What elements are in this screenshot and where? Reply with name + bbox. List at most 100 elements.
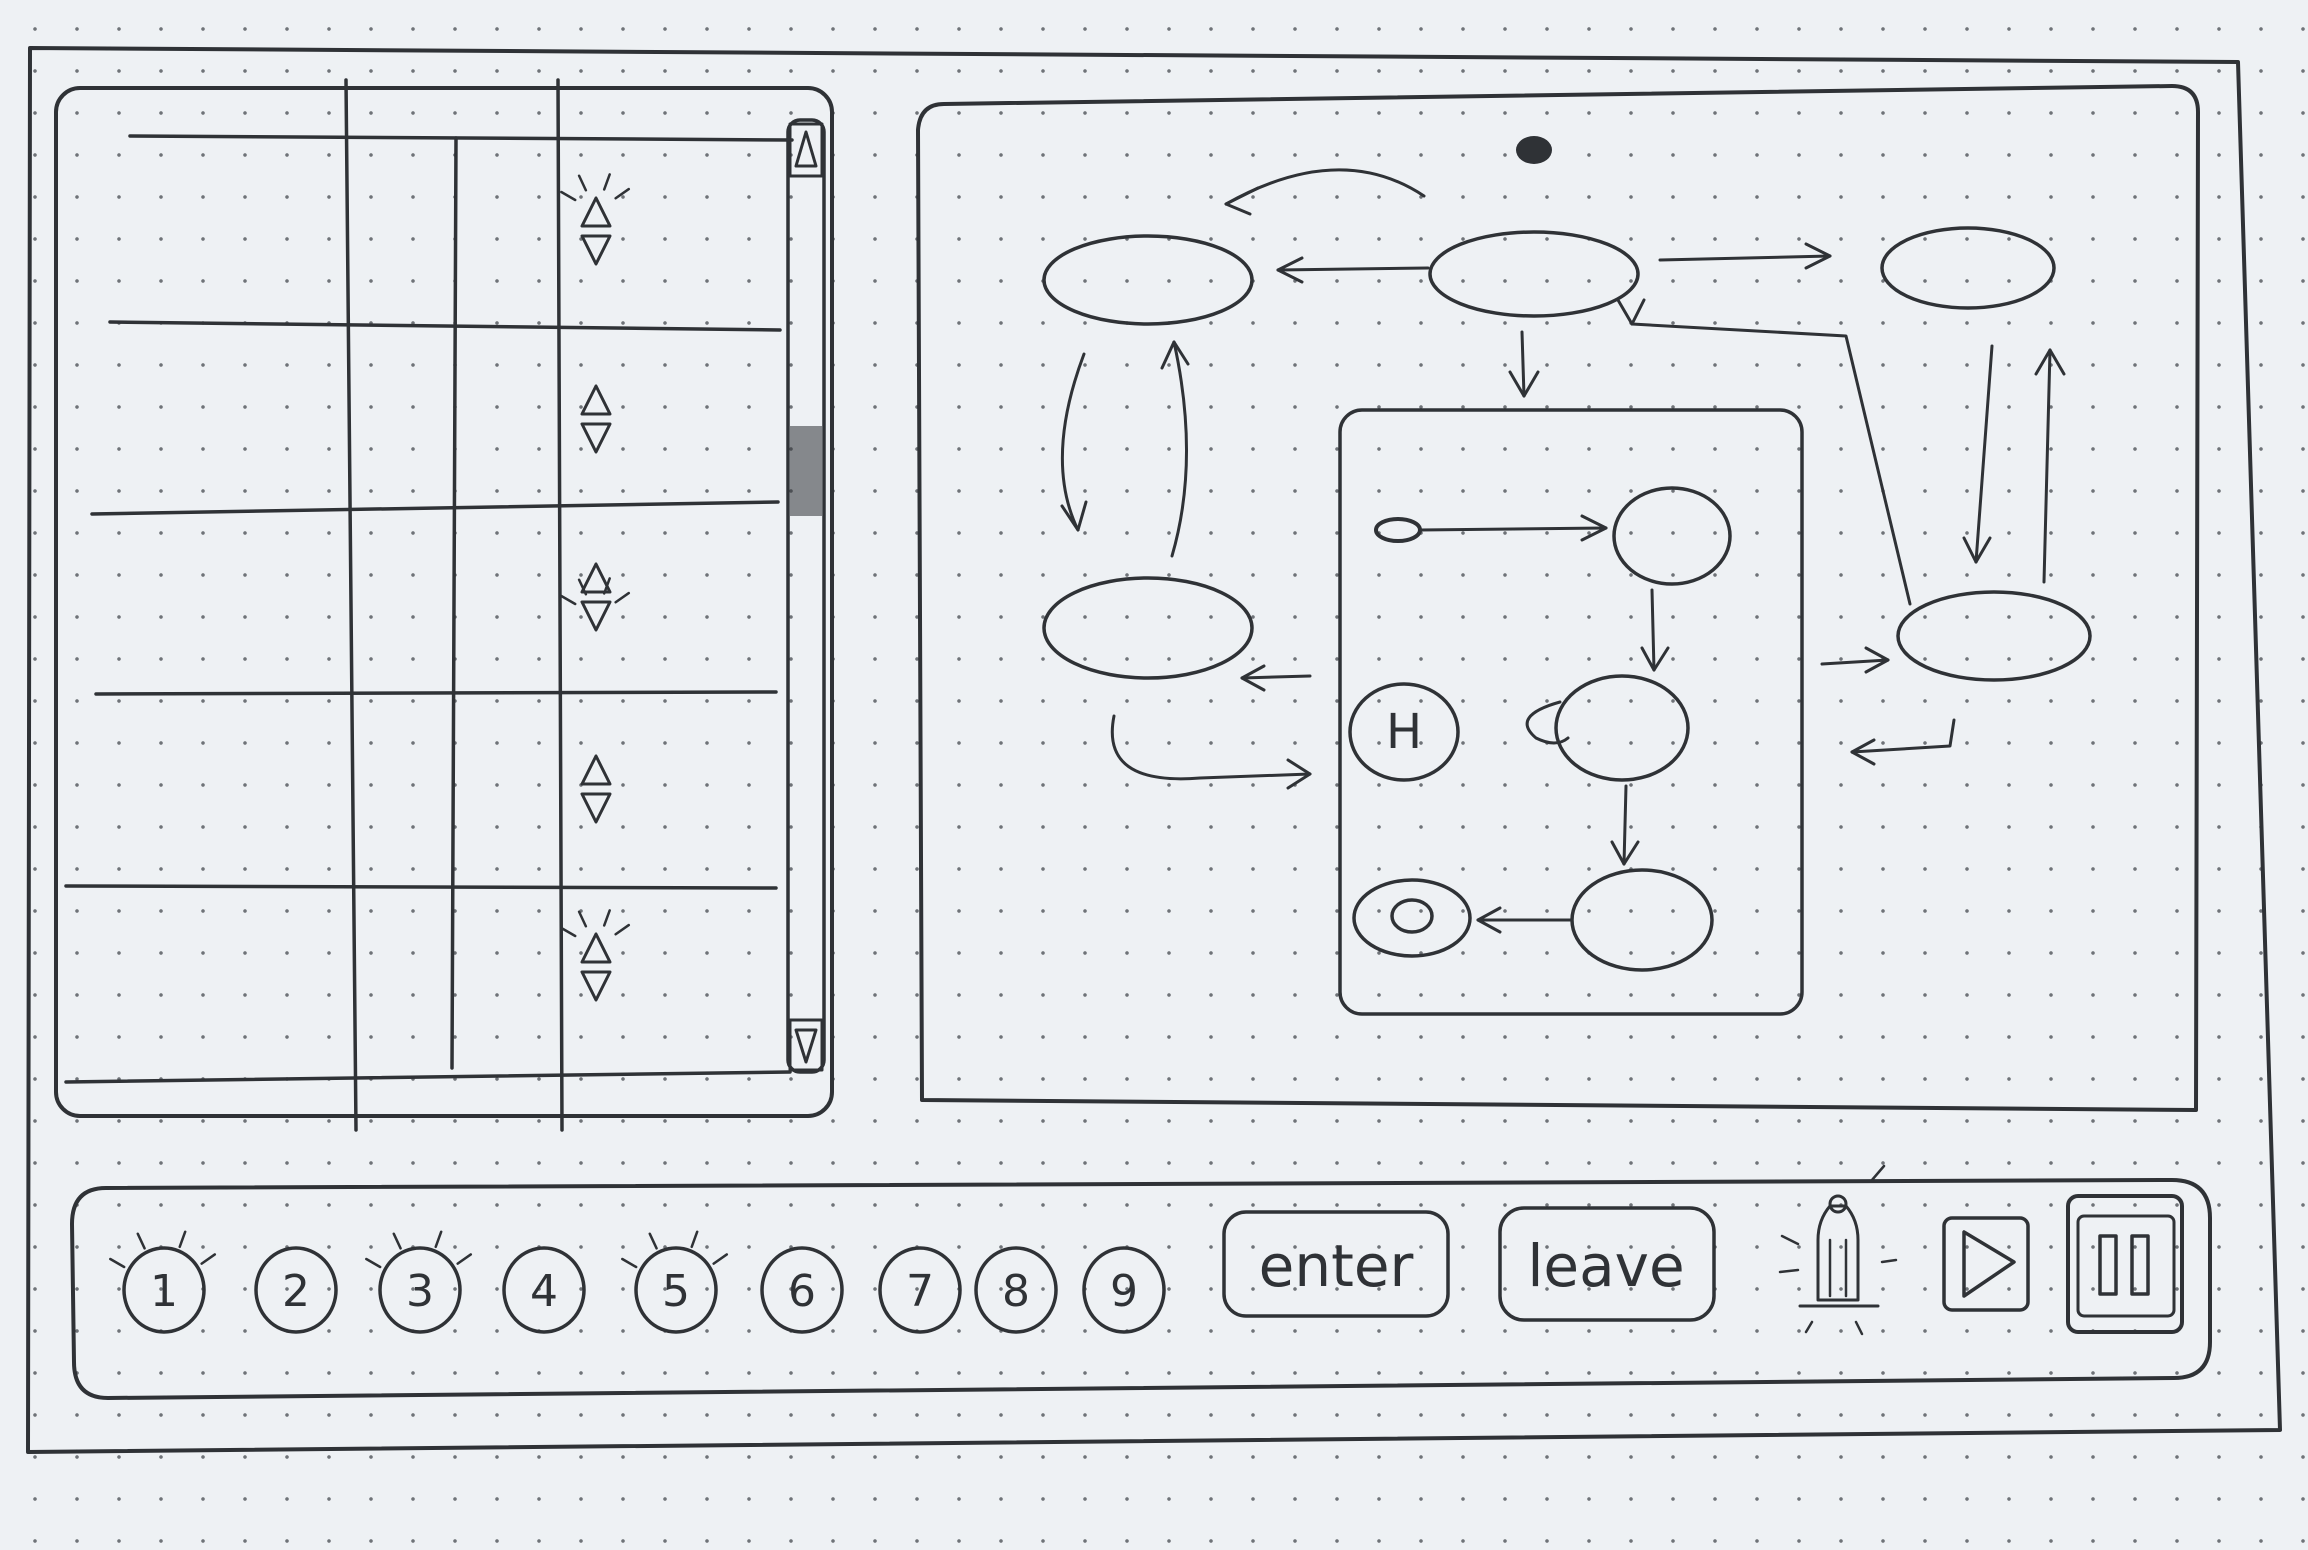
bell-icon[interactable]: [1778, 1164, 1898, 1336]
arrowhead: [1850, 738, 1876, 766]
state-node-top-center[interactable]: [1428, 230, 1640, 318]
number-button-4[interactable]: 4: [502, 1246, 586, 1334]
self-loop-arrow: [1525, 700, 1570, 745]
table-scrollbar[interactable]: [786, 118, 826, 1074]
number-button-circle[interactable]: [878, 1246, 962, 1334]
state-node-mid-left[interactable]: [1042, 576, 1254, 680]
transition-arrow: [1850, 718, 1956, 754]
initial-pseudostate: [1374, 517, 1422, 543]
stepper-down-icon[interactable]: [580, 422, 612, 454]
scrollbar-track[interactable]: [786, 118, 826, 1074]
composite-state[interactable]: [1338, 408, 1804, 1016]
number-button-circle[interactable]: [760, 1246, 844, 1334]
state-node-top-right[interactable]: [1880, 226, 2056, 310]
number-button-label: 3: [406, 1266, 434, 1317]
stepper-up-icon[interactable]: [580, 196, 612, 228]
stepper-down-icon[interactable]: [580, 970, 612, 1002]
number-button-circle[interactable]: [502, 1246, 586, 1334]
number-button-9[interactable]: 9: [1082, 1246, 1166, 1334]
arrowhead: [1476, 906, 1502, 934]
leave-button-label: leave: [1527, 1232, 1684, 1300]
number-button-circle[interactable]: [122, 1246, 206, 1334]
row-stepper[interactable]: [580, 384, 612, 454]
number-button-8[interactable]: 8: [974, 1246, 1058, 1334]
toolbar-frame: [70, 1178, 2212, 1400]
play-button[interactable]: [1942, 1216, 2030, 1312]
state-node-mid-right[interactable]: [1896, 590, 2092, 682]
final-state-inner: [1390, 898, 1434, 934]
table-panel: [54, 78, 834, 1132]
stepper-up-icon[interactable]: [580, 562, 612, 594]
arrowhead: [1224, 186, 1260, 216]
table-row-line: [94, 690, 778, 696]
transition-arrow: [1650, 588, 1656, 672]
number-button-circle[interactable]: [254, 1246, 338, 1334]
table-column-divider: [556, 78, 564, 1132]
number-button-label: 1: [150, 1266, 178, 1317]
transition-arrow: [1974, 344, 1994, 564]
table-panel-frame: [54, 86, 834, 1118]
substate-node-1[interactable]: [1612, 486, 1732, 586]
transition-arrow: [1224, 168, 1426, 206]
transitions: [1060, 168, 2066, 934]
outer-window-frame: [26, 46, 2282, 1454]
arrowhead: [2034, 348, 2066, 376]
number-button-circle[interactable]: [634, 1246, 718, 1334]
number-button-circle[interactable]: [974, 1246, 1058, 1334]
number-button-6[interactable]: 6: [760, 1246, 844, 1334]
number-button-7[interactable]: 7: [878, 1246, 962, 1334]
play-icon: [1962, 1230, 2016, 1298]
transition-arrow: [1418, 526, 1608, 532]
scrollbar-thumb[interactable]: [790, 426, 822, 516]
transition-arrow: [1622, 784, 1628, 866]
enter-button-label: enter: [1259, 1232, 1414, 1300]
stepper-up-highlight-marks: [560, 173, 631, 202]
pause-button-outer[interactable]: [2066, 1194, 2184, 1334]
scroll-up-button[interactable]: [788, 122, 824, 178]
arrowhead: [1240, 664, 1266, 692]
scroll-down-button[interactable]: [788, 1018, 824, 1072]
table-header-line: [128, 134, 794, 142]
row-stepper[interactable]: [560, 173, 631, 266]
substate-node-3[interactable]: [1570, 868, 1714, 972]
number-button-3[interactable]: 3: [365, 1230, 473, 1334]
pause-button[interactable]: [2066, 1194, 2184, 1334]
number-button-circle[interactable]: [1082, 1246, 1166, 1334]
enter-button[interactable]: [1222, 1210, 1450, 1318]
row-stepper[interactable]: [560, 562, 631, 632]
arrowhead: [1864, 646, 1890, 674]
substate-node-2[interactable]: [1554, 674, 1690, 782]
history-state[interactable]: [1348, 682, 1460, 782]
number-button-2[interactable]: 2: [254, 1246, 338, 1334]
stepper-up-icon[interactable]: [580, 932, 612, 964]
arrowhead: [1962, 536, 1992, 564]
table-column-divider: [344, 78, 358, 1132]
stepper-up-icon[interactable]: [580, 754, 612, 786]
diagram-panel: H: [916, 84, 2200, 1112]
number-button-5[interactable]: 5: [621, 1230, 729, 1334]
row-stepper[interactable]: [560, 909, 631, 1002]
stepper-down-icon[interactable]: [580, 234, 612, 266]
final-state[interactable]: [1352, 878, 1472, 958]
play-button-frame[interactable]: [1942, 1216, 2030, 1312]
table-column-divider: [450, 136, 458, 1070]
transition-arrow: [2042, 348, 2052, 584]
number-button-label: 5: [662, 1266, 690, 1317]
state-node-top-left[interactable]: [1042, 234, 1254, 326]
table-row-line: [90, 500, 780, 516]
stepper-down-icon[interactable]: [580, 792, 612, 824]
number-button-1[interactable]: 1: [109, 1230, 217, 1334]
number-button-circle[interactable]: [378, 1246, 462, 1334]
stepper-up-icon[interactable]: [580, 384, 612, 416]
number-button-label: 9: [1110, 1266, 1138, 1317]
stepper-down-icon[interactable]: [580, 600, 612, 632]
stepper-up-highlight-marks: [560, 909, 631, 938]
leave-button[interactable]: [1498, 1206, 1716, 1322]
scribble-mark: [1516, 136, 1552, 164]
table-row-line: [108, 320, 782, 332]
row-stepper[interactable]: [580, 754, 612, 824]
pause-button-frame[interactable]: [2076, 1214, 2176, 1318]
scroll-up-icon: [794, 130, 818, 168]
number-button-label: 7: [906, 1266, 934, 1317]
diagram-panel-frame: [916, 84, 2200, 1112]
